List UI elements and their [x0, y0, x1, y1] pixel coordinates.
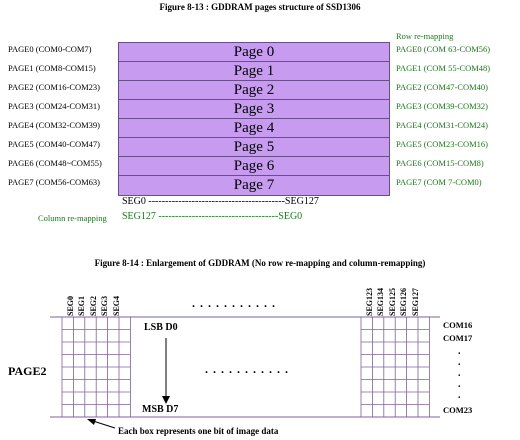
com-dot: .	[458, 379, 461, 390]
page-com-right: PAGE3 (COM39-COM32)	[396, 101, 489, 111]
bit-caption: Each box represents one bit of image dat…	[118, 426, 279, 436]
com-dot: .	[458, 346, 461, 357]
page-com-right: PAGE7 (COM 7-COM0)	[396, 177, 482, 187]
dots-middle: . . . . . . . . . . .	[205, 362, 289, 376]
page-row: Page 7	[233, 177, 275, 193]
page-com-left: PAGE7 (COM56-COM63)	[8, 177, 101, 187]
page-row: Page 4	[119, 119, 389, 138]
page-com-left: PAGE6 (COM48~COM55)	[8, 158, 102, 168]
seg-normal-range: SEG0 -----------------------------------…	[122, 196, 319, 207]
bit-order-arrow-head	[162, 396, 170, 404]
com17-label: COM17	[443, 333, 473, 343]
grid-right-bits	[360, 316, 430, 418]
page-com-right: PAGE2 (COM47-COM40)	[396, 82, 489, 92]
page-com-left: PAGE2 (COM16-COM23)	[8, 82, 101, 92]
seg-remap-range: SEG127 ---------------------------------…	[122, 211, 303, 222]
page-com-left: PAGE4 (COM32-COM39)	[8, 120, 101, 130]
figure1-title: Figure 8-13 : GDDRAM pages structure of …	[159, 2, 361, 12]
com-dot: .	[458, 357, 461, 368]
page-com-right: PAGE5 (COM23-COM16)	[396, 139, 489, 149]
column-remap-label: Column re-mapping	[38, 213, 107, 223]
msb-label: MSB D7	[142, 404, 179, 415]
page-row: Page 6	[119, 157, 389, 176]
com-dot: .	[458, 390, 461, 401]
com16-label: COM16	[443, 320, 473, 330]
page-com-left: PAGE0 (COM0-COM7)	[8, 44, 92, 54]
page-com-right: PAGE0 (COM 63-COM56)	[396, 44, 491, 54]
page-row: Page 5	[119, 138, 389, 157]
com-dot: .	[458, 368, 461, 379]
dots-top: . . . . . . . . . . .	[192, 296, 276, 310]
lsb-label: LSB D0	[144, 322, 178, 333]
page-com-left: PAGE3 (COM24-COM31)	[8, 101, 101, 111]
page-com-right: PAGE1 (COM 55-COM48)	[396, 63, 491, 73]
page-row: Page 1	[119, 62, 389, 81]
grid-left-bits	[61, 316, 131, 418]
caption-pointer-line	[92, 420, 116, 429]
page-com-left: PAGE1 (COM8-COM15)	[8, 63, 96, 73]
page-com-right: PAGE6 (COM15-COM8)	[396, 158, 484, 168]
page-row: Page 2	[119, 81, 389, 100]
row-remap-label: Row re-mapping	[396, 31, 454, 41]
com23-label: COM23	[443, 405, 473, 415]
page-com-right: PAGE4 (COM31-COM24)	[396, 120, 489, 130]
caption-pointer-head	[87, 419, 96, 425]
page-row: Page 3	[119, 100, 389, 119]
figure2-title: Figure 8-14 : Enlargement of GDDRAM (No …	[94, 258, 426, 268]
page-row: Page 0	[119, 43, 389, 62]
page-com-left: PAGE5 (COM40-COM47)	[8, 139, 101, 149]
page2-label: PAGE2	[8, 364, 47, 378]
